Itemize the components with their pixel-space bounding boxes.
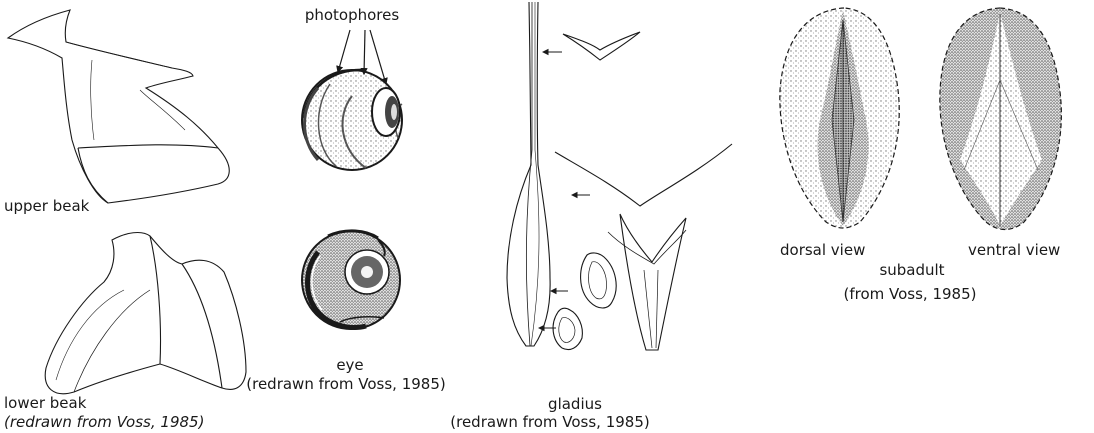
- subadult-credit: (from Voss, 1985): [844, 285, 977, 303]
- ventral-view-label: ventral view: [968, 241, 1060, 259]
- upper-beak-label: upper beak: [4, 197, 89, 215]
- subadult-dorsal-drawing: [780, 8, 899, 228]
- gladius-label: gladius: [548, 395, 602, 413]
- dorsal-view-label: dorsal view: [780, 241, 865, 259]
- beak-credit: (redrawn from Voss, 1985): [4, 413, 204, 431]
- subadult-ventral-drawing: [940, 8, 1062, 230]
- gladius-pointers: [539, 52, 590, 328]
- eye-drawing: [302, 231, 400, 329]
- lower-beak-drawing: [45, 233, 246, 394]
- upper-beak-drawing: [8, 10, 229, 203]
- subadult-label: subadult: [879, 261, 944, 279]
- photophores-label: photophores: [305, 6, 399, 24]
- eye-label: eye: [336, 356, 363, 374]
- eye-photophores-drawing: [302, 70, 402, 170]
- lower-beak-label: lower beak: [4, 394, 86, 412]
- eye-credit: (redrawn from Voss, 1985): [246, 375, 445, 393]
- gladius-drawing: [507, 2, 550, 346]
- gladius-credit: (redrawn from Voss, 1985): [450, 413, 649, 431]
- gladius-cross-sections: [553, 32, 732, 350]
